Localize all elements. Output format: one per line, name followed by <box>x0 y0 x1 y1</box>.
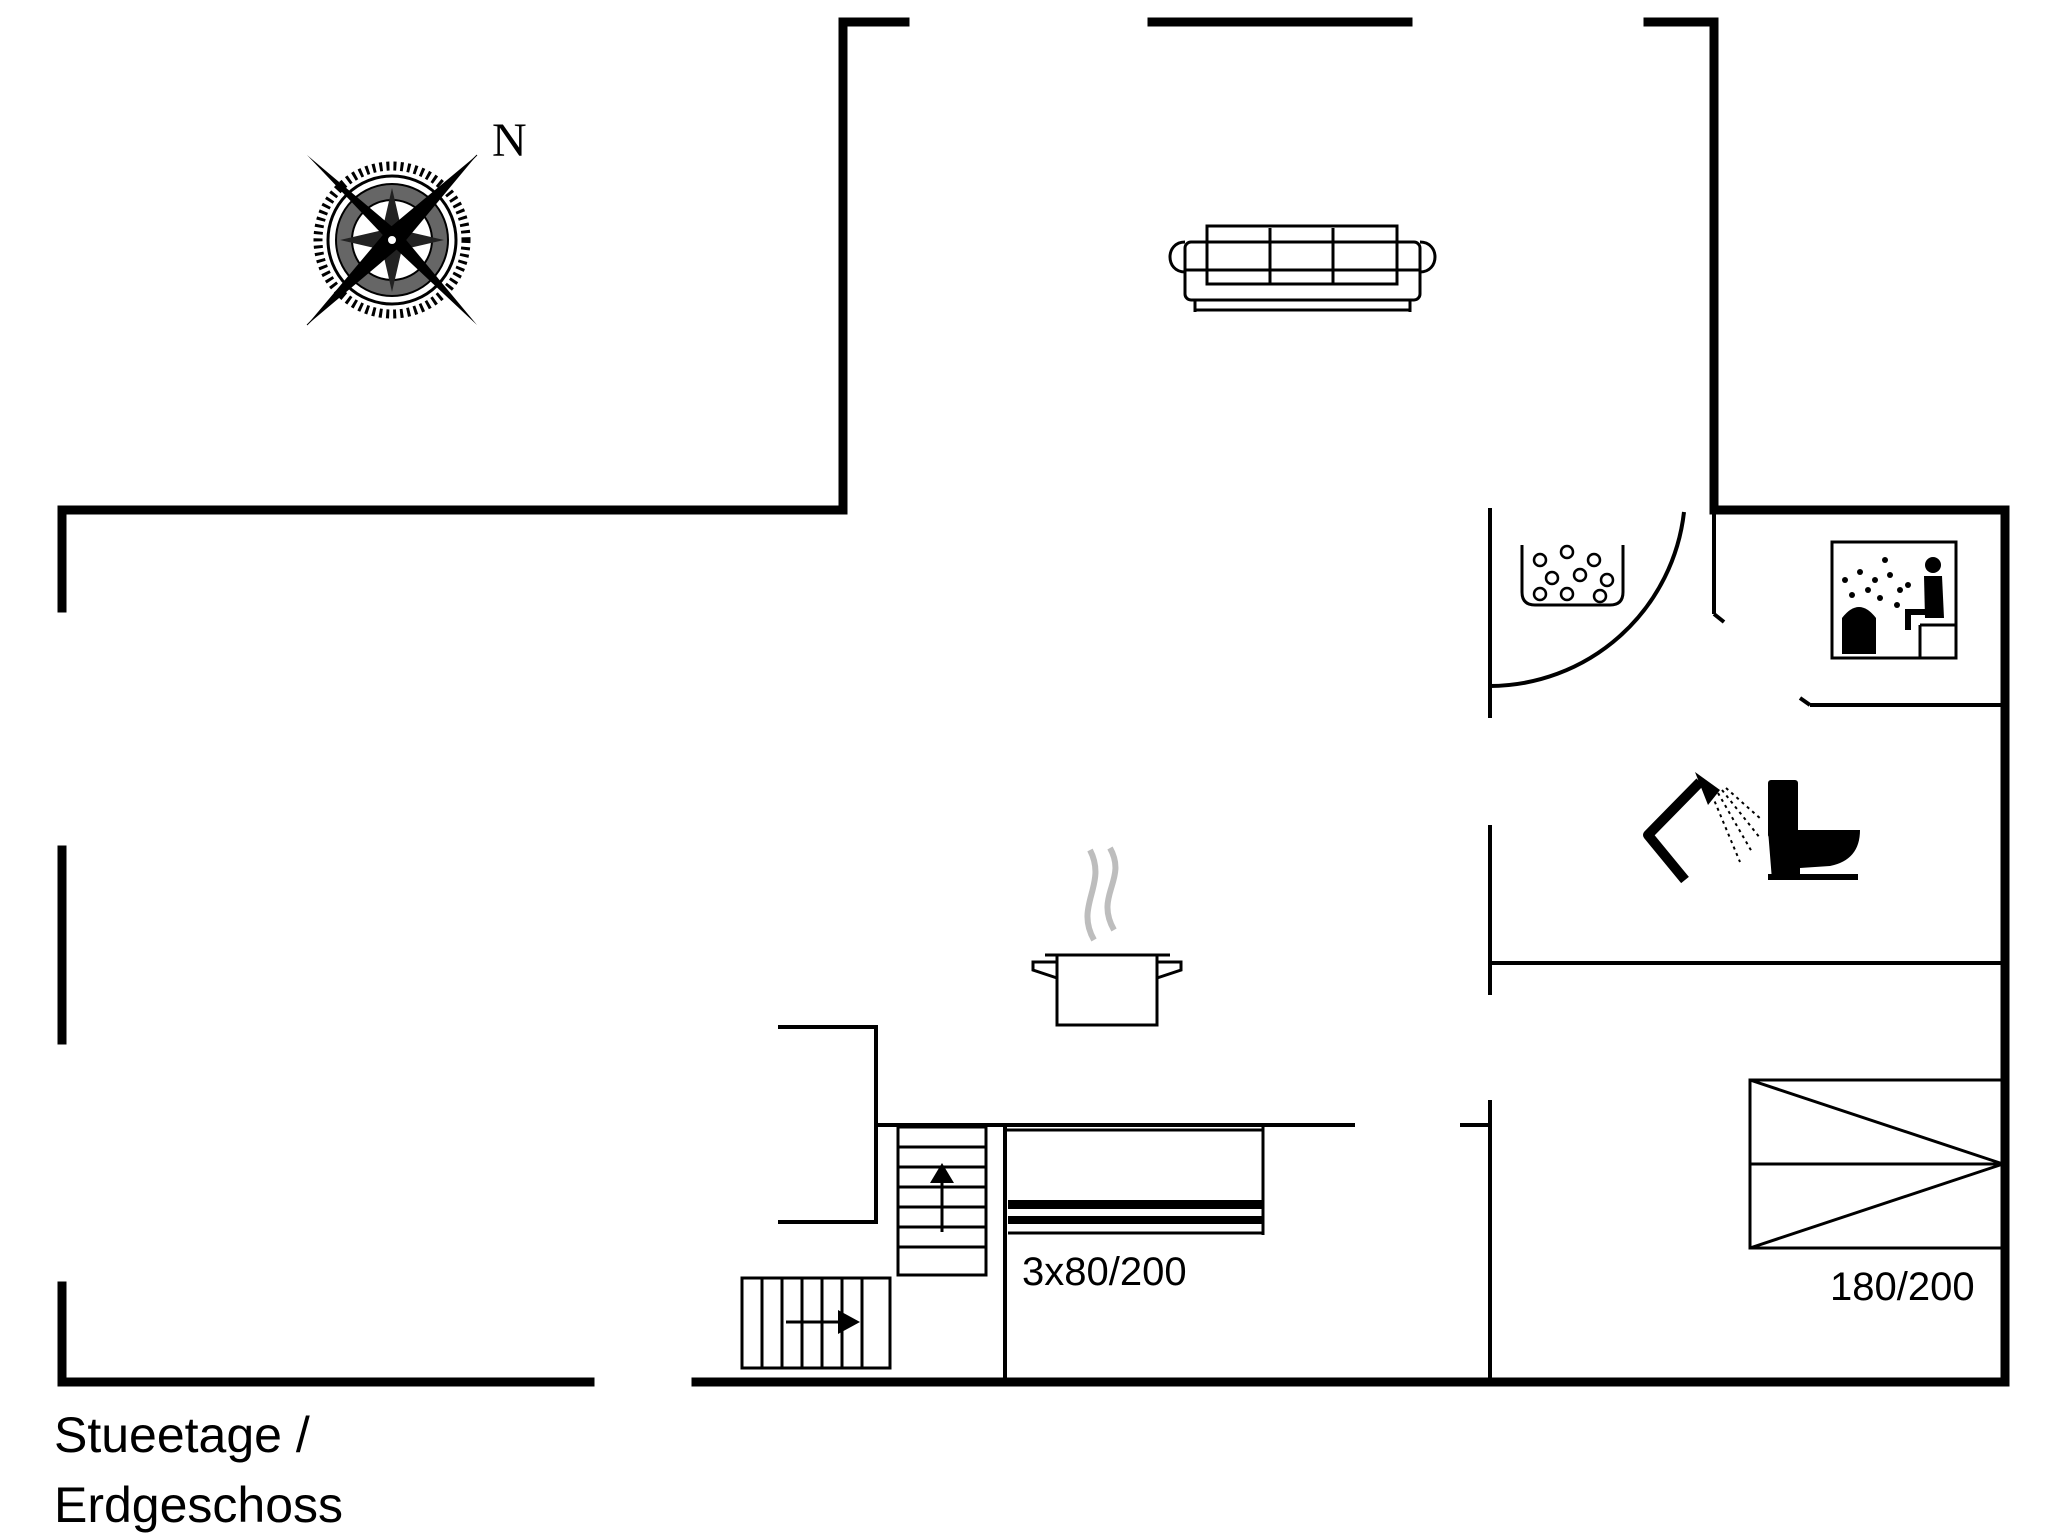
cooking-pot-icon <box>1031 846 1183 1027</box>
whirlpool-icon <box>1520 544 1625 607</box>
entrance-steps-icon <box>740 1276 892 1370</box>
compass-north-label: N <box>492 114 527 167</box>
bed-icon <box>1748 1078 2005 1250</box>
entrance-arrow-icon <box>838 1310 860 1334</box>
compass-rose-icon <box>306 154 478 326</box>
door-swing <box>1489 511 1686 688</box>
inner-walls <box>778 508 2003 1382</box>
stairs-up-arrow-icon <box>930 1163 954 1183</box>
staircase-icon <box>896 1125 988 1277</box>
outer-walls <box>57 17 2010 1387</box>
floor-label-line2: Erdgeschoss <box>54 1477 343 1533</box>
bunk-bed-icon <box>1005 1125 1265 1235</box>
double-bed-label: 180/200 <box>1830 1265 1975 1309</box>
sauna-icon <box>1830 540 1958 660</box>
floor-label-line1: Stueetage / <box>54 1407 310 1463</box>
sofa-icon <box>1168 224 1437 312</box>
toilet-icon <box>1768 780 1860 880</box>
bunk-bed-label: 3x80/200 <box>1022 1250 1187 1294</box>
shower-icon <box>1643 772 1763 884</box>
